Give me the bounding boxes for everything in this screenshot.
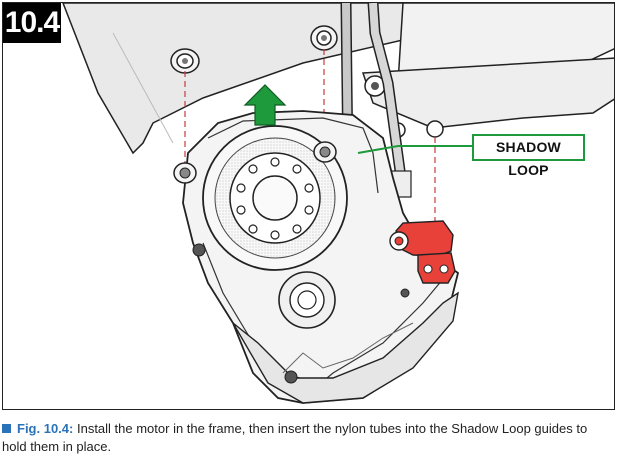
pivot-hole-right: [426, 120, 444, 138]
callout-leader-line: [357, 145, 472, 154]
step-number-badge: 10.4: [3, 3, 61, 43]
crank-spindle: [278, 271, 336, 329]
instruction-figure: 10.4 SHADOW LOOP: [2, 2, 615, 410]
frame-edge-line: [112, 32, 174, 144]
figure-caption: Fig. 10.4: Install the motor in the fram…: [2, 420, 614, 456]
mounting-bolt-left: [170, 48, 200, 74]
motor-bolt-lower-left: [192, 243, 206, 257]
motor-bolt-right: [400, 288, 410, 298]
motor-cover-disc: [202, 125, 348, 271]
caption-text: Install the motor in the frame, then ins…: [2, 421, 588, 454]
caption-bullet-icon: [2, 424, 11, 433]
caption-figure-ref: Fig. 10.4:: [17, 421, 74, 436]
motor-installation-illustration: [62, 3, 614, 404]
mounting-bolt-center: [310, 25, 338, 51]
motor-bolt-bottom: [284, 370, 298, 384]
shadow-loop-guide: [389, 220, 456, 284]
pivot-bolt-center: [371, 82, 379, 90]
shadow-loop-callout: SHADOW LOOP: [472, 134, 585, 178]
rocker-arm: [361, 57, 614, 129]
motor-bolt-upper-left: [173, 162, 197, 184]
motor-bolt-upper-center: [313, 141, 337, 163]
direction-up-arrow-icon: [243, 84, 287, 126]
